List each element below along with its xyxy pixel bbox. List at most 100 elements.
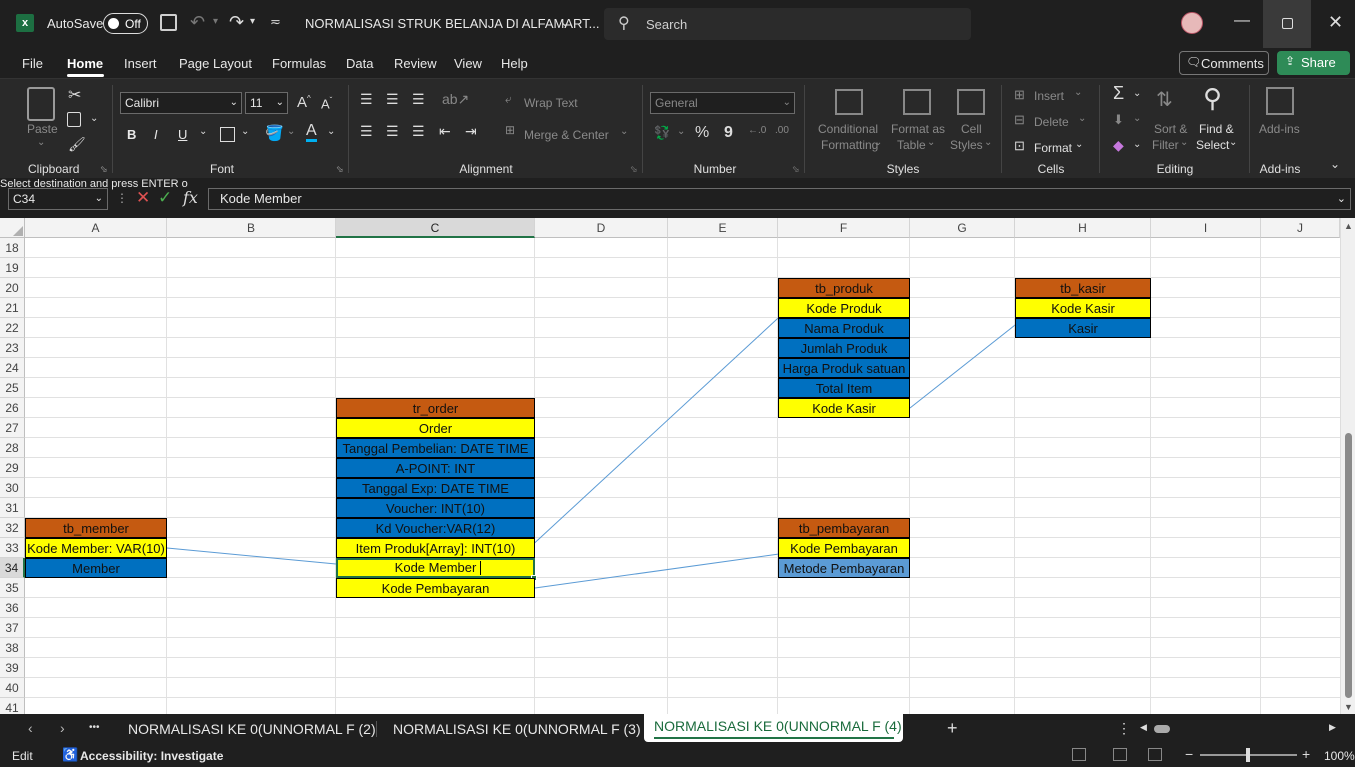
- column-header-d[interactable]: D: [535, 218, 668, 238]
- enter-icon[interactable]: ✓: [158, 188, 173, 207]
- customize-qat-icon[interactable]: ≂: [270, 14, 281, 29]
- add-sheet-button[interactable]: +: [947, 718, 958, 738]
- align-right-icon[interactable]: ☰: [412, 123, 425, 139]
- delete-cells-icon[interactable]: ⊟: [1014, 112, 1025, 127]
- sort-dropdown-icon[interactable]: ⌄: [1180, 137, 1189, 148]
- tr-order-field[interactable]: A-POINT: INT: [336, 458, 535, 478]
- format-dropdown-icon[interactable]: ⌄: [1075, 139, 1084, 150]
- number-launcher-icon[interactable]: ⬂: [792, 164, 800, 174]
- tr-order-field[interactable]: Tanggal Exp: DATE TIME: [336, 478, 535, 498]
- column-header-g[interactable]: G: [910, 218, 1015, 238]
- sheet-tab[interactable]: NORMALISASI KE 0(UNNORMAL F (3): [393, 721, 641, 737]
- menu-data[interactable]: Data: [346, 56, 374, 71]
- wrap-text-button[interactable]: Wrap Text: [524, 96, 578, 110]
- align-bottom-icon[interactable]: ☰: [412, 91, 425, 107]
- scroll-down-icon[interactable]: ▼: [1344, 702, 1353, 712]
- table-label[interactable]: Table: [897, 138, 926, 152]
- row-header-41[interactable]: 41: [0, 698, 25, 714]
- row-header-36[interactable]: 36: [0, 598, 25, 618]
- delete-dropdown-icon[interactable]: ⌄: [1078, 113, 1087, 124]
- tb-member-header[interactable]: tb_member: [25, 518, 167, 538]
- tb-produk-field[interactable]: Jumlah Produk: [778, 338, 910, 358]
- row-header-37[interactable]: 37: [0, 618, 25, 638]
- align-center-icon[interactable]: ☰: [386, 123, 399, 139]
- row-header-27[interactable]: 27: [0, 418, 25, 438]
- fill-color-icon[interactable]: 🪣: [265, 125, 284, 142]
- more-sheets-button[interactable]: •••: [89, 722, 100, 733]
- copy-dropdown-icon[interactable]: ⌄: [90, 113, 99, 124]
- tb-pembayaran-field[interactable]: Kode Pembayaran: [778, 538, 910, 558]
- font-launcher-icon[interactable]: ⬂: [336, 164, 344, 174]
- page-break-view-icon[interactable]: [1148, 748, 1162, 761]
- cancel-icon[interactable]: ✕: [136, 188, 151, 207]
- column-header-j[interactable]: J: [1261, 218, 1340, 238]
- font-size-select[interactable]: 11 ⌄: [245, 92, 288, 114]
- active-sheet-tab[interactable]: NORMALISASI KE 0(UNNORMAL F (4): [644, 714, 903, 742]
- minimize-icon[interactable]: —: [1234, 12, 1250, 29]
- merge-dropdown-icon[interactable]: ⌄: [620, 126, 629, 137]
- clear-icon[interactable]: ◆: [1113, 137, 1124, 153]
- active-cell[interactable]: Kode Member: [336, 558, 535, 578]
- redo-dropdown-icon[interactable]: ▾: [250, 16, 256, 27]
- row-header-31[interactable]: 31: [0, 498, 25, 518]
- column-header-c[interactable]: C: [336, 218, 535, 238]
- column-header-h[interactable]: H: [1015, 218, 1151, 238]
- column-header-i[interactable]: I: [1151, 218, 1261, 238]
- orientation-icon[interactable]: ab↗: [442, 91, 470, 107]
- menu-formulas[interactable]: Formulas: [272, 56, 327, 71]
- autosum-dropdown-icon[interactable]: ⌄: [1133, 88, 1142, 99]
- row-header-30[interactable]: 30: [0, 478, 25, 498]
- conditional-dropdown-icon[interactable]: ⌄: [874, 137, 883, 148]
- insert-cells-icon[interactable]: ⊞: [1014, 87, 1025, 102]
- number-format-select[interactable]: General ⌄: [650, 92, 795, 114]
- tb-kasir-header[interactable]: tb_kasir: [1015, 278, 1151, 298]
- horizontal-scrollbar[interactable]: ◀ ▶: [1140, 722, 1340, 736]
- vertical-scrollbar[interactable]: ▲ ▼: [1340, 218, 1355, 714]
- row-header-21[interactable]: 21: [0, 298, 25, 318]
- undo-dropdown-icon[interactable]: ▾: [213, 16, 219, 27]
- tb-produk-field[interactable]: Nama Produk: [778, 318, 910, 338]
- cell-styles-dropdown-icon[interactable]: ⌄: [984, 137, 993, 148]
- autosum-icon[interactable]: Σ: [1113, 83, 1125, 103]
- row-header-19[interactable]: 19: [0, 258, 25, 278]
- align-middle-icon[interactable]: ☰: [386, 91, 399, 107]
- table-dropdown-icon[interactable]: ⌄: [927, 137, 936, 148]
- column-header-f[interactable]: F: [778, 218, 910, 238]
- sheet-tab[interactable]: NORMALISASI KE 0(UNNORMAL F (2): [128, 721, 376, 737]
- tab-options-icon[interactable]: ⋮: [1117, 720, 1131, 736]
- row-header-23[interactable]: 23: [0, 338, 25, 358]
- zoom-level[interactable]: 100%: [1324, 749, 1355, 763]
- tb-produk-header[interactable]: tb_produk: [778, 278, 910, 298]
- menu-file[interactable]: File: [22, 56, 43, 71]
- paste-dropdown-icon[interactable]: ⌄: [37, 137, 46, 148]
- comma-style-button[interactable]: 9: [724, 124, 733, 141]
- column-header-b[interactable]: B: [167, 218, 336, 238]
- tb-produk-field[interactable]: Harga Produk satuan: [778, 358, 910, 378]
- cell-label[interactable]: Cell: [961, 122, 982, 136]
- select-label[interactable]: Select: [1196, 138, 1230, 152]
- align-left-icon[interactable]: ☰: [360, 123, 373, 139]
- tr-order-header[interactable]: tr_order: [336, 398, 535, 418]
- underline-button[interactable]: U: [178, 127, 188, 142]
- addins-button[interactable]: Add-ins: [1259, 122, 1300, 136]
- align-top-icon[interactable]: ☰: [360, 91, 373, 107]
- tb-produk-field[interactable]: Kode Produk: [778, 298, 910, 318]
- document-title[interactable]: NORMALISASI STRUK BELANJA DI ALFAMART...: [305, 16, 600, 31]
- prev-sheet-icon[interactable]: ‹: [28, 720, 33, 736]
- tr-order-field[interactable]: Voucher: INT(10): [336, 498, 535, 518]
- underline-dropdown-icon[interactable]: ⌄: [199, 126, 208, 137]
- save-icon[interactable]: [160, 14, 177, 31]
- tr-order-field[interactable]: Order: [336, 418, 535, 438]
- restore-button[interactable]: [1263, 0, 1311, 48]
- row-header-39[interactable]: 39: [0, 658, 25, 678]
- paste-label[interactable]: Paste: [27, 122, 58, 136]
- zoom-slider-thumb[interactable]: [1246, 748, 1250, 762]
- column-header-a[interactable]: A: [25, 218, 167, 238]
- currency-dropdown-icon[interactable]: ⌄: [677, 126, 686, 137]
- column-header-e[interactable]: E: [668, 218, 778, 238]
- next-sheet-icon[interactable]: ›: [60, 720, 65, 736]
- comments-button[interactable]: 🗨 Comments: [1179, 51, 1269, 75]
- decrease-font-icon[interactable]: Aˇ: [321, 96, 333, 112]
- fill-icon[interactable]: ⬇: [1113, 112, 1124, 127]
- filter-label[interactable]: Filter: [1152, 138, 1179, 152]
